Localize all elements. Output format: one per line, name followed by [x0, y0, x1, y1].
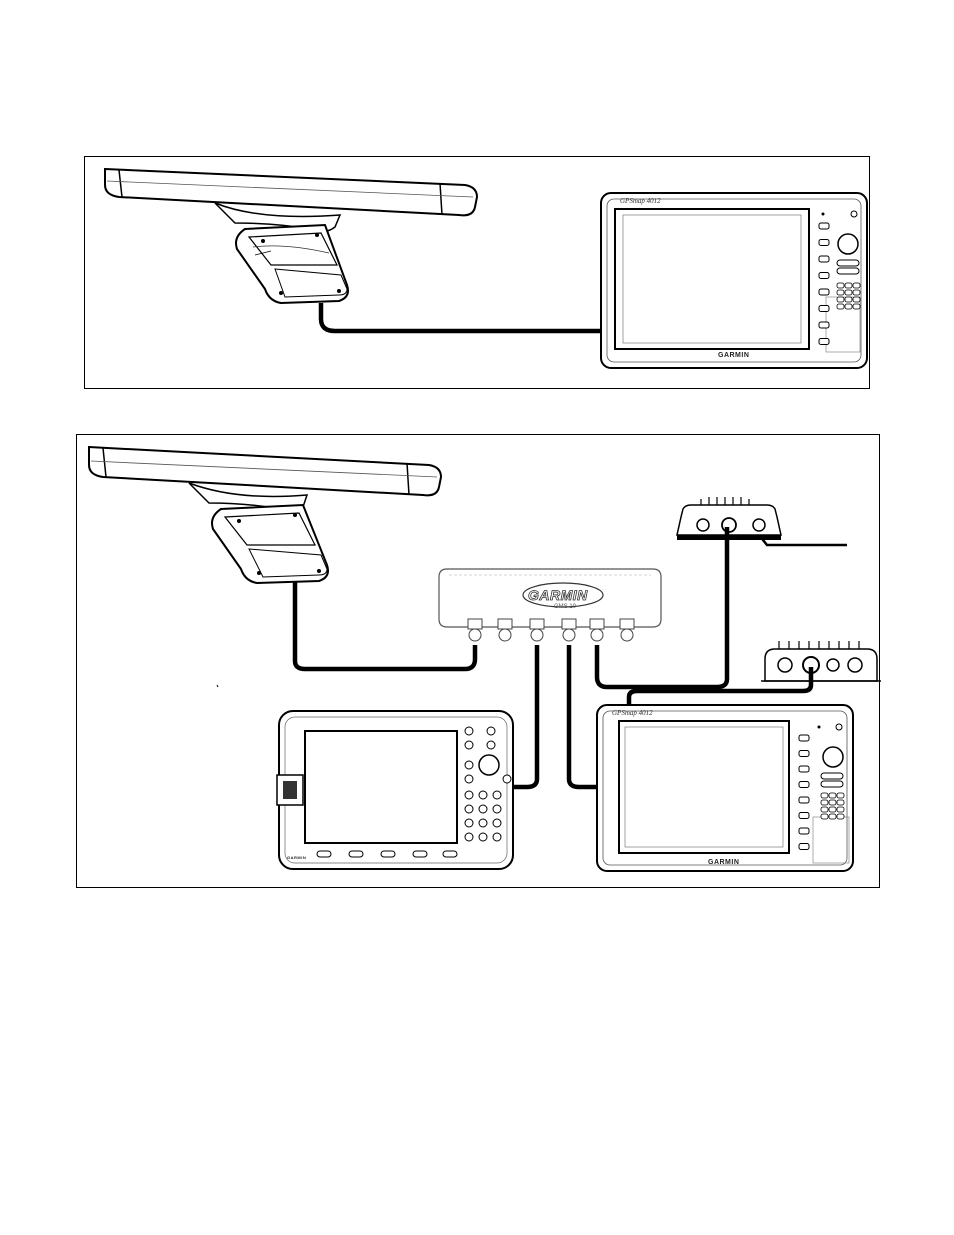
keypad-key [829, 793, 836, 798]
keypad-key [853, 304, 860, 309]
sensor-module-icon [761, 641, 881, 681]
port-connector [531, 629, 543, 641]
soft-key [819, 289, 829, 295]
keypad-button [465, 761, 473, 769]
soft-key [819, 223, 829, 229]
keypad-button [465, 791, 473, 799]
chartplotter-display-icon [597, 705, 853, 871]
diagram-panel-basic [84, 156, 870, 389]
keypad-button [465, 727, 473, 735]
network-connection-diagram [77, 435, 881, 889]
keypad-key [821, 793, 828, 798]
keypad-key [829, 807, 836, 812]
power-button [836, 724, 842, 730]
port-connector [499, 629, 511, 641]
soft-key [799, 813, 809, 819]
soft-key [799, 782, 809, 788]
keypad-button [487, 741, 495, 749]
soft-key [799, 751, 809, 757]
keypad-key [821, 800, 828, 805]
diagram-panel-network [76, 434, 880, 888]
keypad-key [845, 283, 852, 288]
switch-port [498, 619, 512, 629]
soft-key [349, 851, 363, 857]
power-indicator [822, 213, 825, 216]
keypad-key [837, 800, 844, 805]
function-key [821, 773, 843, 779]
keypad-button [493, 791, 501, 799]
function-key [821, 781, 843, 787]
port-connector [621, 629, 633, 641]
soft-key [413, 851, 427, 857]
soft-key [799, 735, 809, 741]
keypad-key [853, 297, 860, 302]
soft-key [317, 851, 331, 857]
keypad-key [845, 304, 852, 309]
radar-antenna-icon [89, 447, 441, 583]
keypad-button [479, 833, 487, 841]
keypad-button [465, 741, 473, 749]
keypad-button [493, 805, 501, 813]
keypad-button [465, 833, 473, 841]
switch-port [468, 619, 482, 629]
keypad-key [837, 793, 844, 798]
soft-key [819, 339, 829, 345]
soft-key [819, 240, 829, 246]
secondary-display-icon [277, 711, 513, 869]
keypad-button [487, 727, 495, 735]
switch-port [590, 619, 604, 629]
keypad-key [845, 290, 852, 295]
soft-key [381, 851, 395, 857]
keypad-button [479, 805, 487, 813]
soft-key [819, 306, 829, 312]
port-connector [469, 629, 481, 641]
keypad-key [837, 283, 844, 288]
keypad-button [493, 833, 501, 841]
port-connector [591, 629, 603, 641]
soft-key [799, 797, 809, 803]
switch-port [530, 619, 544, 629]
keypad-button [465, 819, 473, 827]
keypad-button [503, 775, 511, 783]
network-switch-icon [439, 569, 661, 641]
soft-key [819, 322, 829, 328]
display-controls [85, 157, 871, 390]
soft-key [799, 766, 809, 772]
keypad-button [493, 819, 501, 827]
power-button [851, 211, 857, 217]
switch-port [562, 619, 576, 629]
soft-key [799, 844, 809, 850]
keypad-key [837, 814, 844, 819]
keypad-key [837, 290, 844, 295]
keypad-key [837, 304, 844, 309]
soft-key [819, 256, 829, 262]
keypad-key [853, 290, 860, 295]
keypad-button [479, 791, 487, 799]
switch-port [620, 619, 634, 629]
keypad-key [837, 807, 844, 812]
soft-key [799, 828, 809, 834]
keypad-button [479, 819, 487, 827]
keypad-key [829, 814, 836, 819]
keypad-key [845, 297, 852, 302]
keypad-key [821, 814, 828, 819]
keypad-key [837, 297, 844, 302]
keypad-button [465, 775, 473, 783]
keypad-key [821, 807, 828, 812]
port-connector [563, 629, 575, 641]
function-key [837, 268, 859, 274]
soft-key [819, 273, 829, 279]
function-key [837, 260, 859, 266]
power-indicator [818, 726, 821, 729]
soft-key [443, 851, 457, 857]
rotary-knob [838, 234, 858, 254]
keypad-key [853, 283, 860, 288]
keypad-button [465, 805, 473, 813]
keypad-key [829, 800, 836, 805]
